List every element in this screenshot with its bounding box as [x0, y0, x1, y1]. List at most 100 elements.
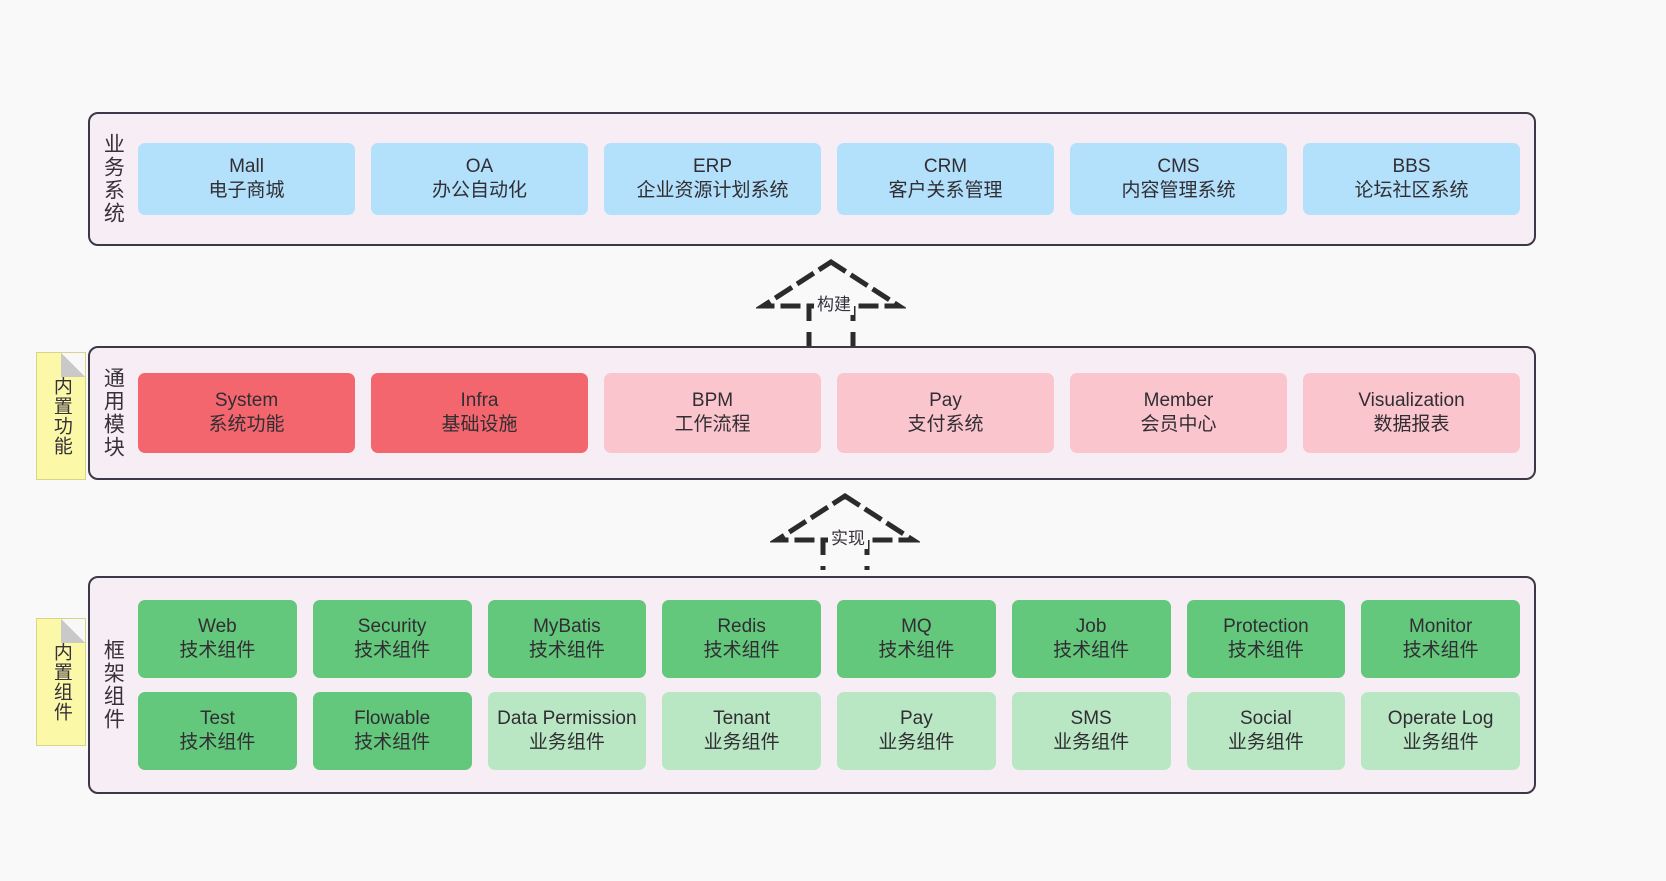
component-card-sms[interactable]: SMS 业务组件	[1011, 692, 1171, 770]
module-card-mall[interactable]: Mall 电子商城	[138, 143, 355, 215]
component-card-subtitle: 技术组件	[354, 732, 431, 753]
component-card-title: Social	[1240, 707, 1292, 729]
component-card-title: Tenant	[713, 707, 771, 729]
connector-label-implement: 实现	[828, 524, 868, 549]
component-card-title: Monitor	[1408, 615, 1473, 637]
generalization-arrow-icon	[768, 493, 922, 570]
module-card-oa[interactable]: OA 办公自动化	[371, 143, 588, 215]
layer-business-system: 业务系统 Mall 电子商城 OA 办公自动化 ERP 企业资源计划系统 CRM…	[88, 112, 1536, 246]
module-card-pay[interactable]: Pay 支付系统	[837, 373, 1054, 453]
module-card-subtitle: 办公自动化	[431, 180, 527, 201]
layer-common-module: 通用模块 System 系统功能 Infra 基础设施 BPM 工作流程 Pay…	[88, 346, 1536, 480]
component-card-protection[interactable]: Protection 技术组件	[1186, 600, 1346, 678]
layer-body-common-module: System 系统功能 Infra 基础设施 BPM 工作流程 Pay 支付系统…	[134, 348, 1534, 478]
module-card-title: CRM	[923, 155, 968, 177]
layer-row: Test 技术组件 Flowable 技术组件 Data Permission …	[138, 692, 1520, 770]
module-card-cms[interactable]: CMS 内容管理系统	[1070, 143, 1287, 215]
component-card-mq[interactable]: MQ 技术组件	[837, 600, 996, 678]
module-card-title: Infra	[460, 389, 499, 411]
component-card-web[interactable]: Web 技术组件	[138, 600, 297, 678]
component-card-mybatis[interactable]: MyBatis 技术组件	[487, 600, 647, 678]
component-card-subtitle: 技术组件	[1227, 640, 1304, 661]
layer-row: Mall 电子商城 OA 办公自动化 ERP 企业资源计划系统 CRM 客户关系…	[138, 143, 1520, 215]
module-card-subtitle: 基础设施	[441, 414, 518, 435]
component-card-security[interactable]: Security 技术组件	[312, 600, 472, 678]
module-card-subtitle: 支付系统	[907, 414, 984, 435]
component-card-subtitle: 业务组件	[878, 732, 955, 753]
generalization-arrow-icon	[754, 259, 908, 350]
module-card-member[interactable]: Member 会员中心	[1070, 373, 1287, 453]
component-card-title: Security	[357, 615, 427, 637]
sticky-note-label: 内置组件	[50, 642, 72, 722]
component-card-data-permission[interactable]: Data Permission 业务组件	[487, 692, 647, 770]
component-card-title: MyBatis	[533, 615, 601, 637]
component-card-subtitle: 技术组件	[354, 640, 431, 661]
module-card-bpm[interactable]: BPM 工作流程	[604, 373, 821, 453]
module-card-title: Pay	[929, 389, 962, 411]
component-card-job[interactable]: Job 技术组件	[1011, 600, 1171, 678]
sticky-note-label: 内置功能	[50, 376, 72, 456]
module-card-title: System	[214, 389, 279, 411]
module-card-visualization[interactable]: Visualization 数据报表	[1303, 373, 1520, 453]
component-card-redis[interactable]: Redis 技术组件	[662, 600, 821, 678]
component-card-subtitle: 技术组件	[703, 640, 780, 661]
component-card-subtitle: 技术组件	[528, 640, 605, 661]
sticky-note-builtin-component[interactable]: 内置组件	[36, 618, 86, 746]
connector-label-build: 构建	[814, 290, 854, 315]
module-card-erp[interactable]: ERP 企业资源计划系统	[604, 143, 821, 215]
component-card-title: Job	[1075, 615, 1107, 637]
layer-row: Web 技术组件 Security 技术组件 MyBatis 技术组件 Redi…	[138, 600, 1520, 678]
component-card-subtitle: 业务组件	[1053, 732, 1130, 753]
sticky-note-builtin-function[interactable]: 内置功能	[36, 352, 86, 480]
component-card-subtitle: 技术组件	[1053, 640, 1130, 661]
module-card-crm[interactable]: CRM 客户关系管理	[837, 143, 1054, 215]
module-card-subtitle: 系统功能	[208, 414, 285, 435]
module-card-system[interactable]: System 系统功能	[138, 373, 355, 453]
module-card-subtitle: 内容管理系统	[1121, 180, 1236, 201]
module-card-title: OA	[465, 155, 494, 177]
component-card-title: Flowable	[354, 707, 431, 729]
component-card-title: Data Permission	[497, 707, 637, 729]
module-card-subtitle: 数据报表	[1373, 414, 1450, 435]
component-card-title: SMS	[1070, 707, 1112, 729]
connector-build: 构建	[754, 256, 908, 350]
layer-caption-framework-component: 框架组件	[101, 639, 125, 731]
component-card-test[interactable]: Test 技术组件	[138, 692, 297, 770]
component-card-tenant[interactable]: Tenant 业务组件	[662, 692, 821, 770]
layer-framework-component: 框架组件 Web 技术组件 Security 技术组件 MyBatis 技术组件…	[88, 576, 1536, 794]
component-card-title: MQ	[901, 615, 932, 637]
component-card-pay[interactable]: Pay 业务组件	[837, 692, 996, 770]
layer-caption-common-module: 通用模块	[101, 367, 125, 459]
connector-implement: 实现	[768, 490, 922, 570]
layer-caption-business-system: 业务系统	[101, 133, 125, 225]
module-card-subtitle: 工作流程	[674, 414, 751, 435]
component-card-subtitle: 技术组件	[179, 640, 256, 661]
component-card-subtitle: 业务组件	[1402, 732, 1479, 753]
layer-row: System 系统功能 Infra 基础设施 BPM 工作流程 Pay 支付系统…	[138, 373, 1520, 453]
component-card-title: Pay	[900, 707, 933, 729]
module-card-subtitle: 论坛社区系统	[1354, 180, 1469, 201]
module-card-title: ERP	[692, 155, 733, 177]
module-card-title: Visualization	[1358, 389, 1465, 411]
component-card-flowable[interactable]: Flowable 技术组件	[312, 692, 472, 770]
module-card-title: CMS	[1157, 155, 1200, 177]
component-card-social[interactable]: Social 业务组件	[1186, 692, 1346, 770]
component-card-title: Operate Log	[1387, 707, 1494, 729]
component-card-title: Web	[198, 615, 237, 637]
component-card-subtitle: 业务组件	[703, 732, 780, 753]
module-card-title: BPM	[691, 389, 734, 411]
layer-body-business-system: Mall 电子商城 OA 办公自动化 ERP 企业资源计划系统 CRM 客户关系…	[134, 114, 1534, 244]
module-card-subtitle: 企业资源计划系统	[636, 180, 789, 201]
component-card-subtitle: 技术组件	[179, 732, 256, 753]
component-card-subtitle: 技术组件	[1402, 640, 1479, 661]
module-card-bbs[interactable]: BBS 论坛社区系统	[1303, 143, 1520, 215]
component-card-title: Protection	[1223, 615, 1309, 637]
component-card-operate-log[interactable]: Operate Log 业务组件	[1361, 692, 1520, 770]
module-card-infra[interactable]: Infra 基础设施	[371, 373, 588, 453]
module-card-subtitle: 客户关系管理	[888, 180, 1003, 201]
component-card-subtitle: 业务组件	[528, 732, 605, 753]
component-card-monitor[interactable]: Monitor 技术组件	[1361, 600, 1520, 678]
layer-body-framework-component: Web 技术组件 Security 技术组件 MyBatis 技术组件 Redi…	[134, 578, 1534, 792]
module-card-subtitle: 会员中心	[1140, 414, 1217, 435]
